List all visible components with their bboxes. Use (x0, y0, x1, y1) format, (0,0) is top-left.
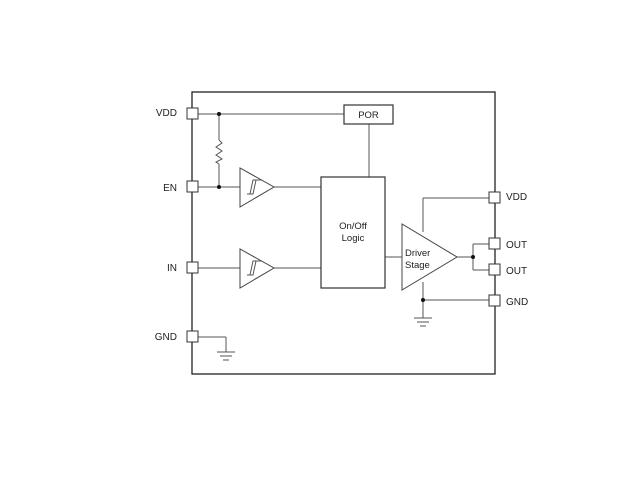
pin-label-in: IN (167, 263, 177, 274)
junction-dot-out (471, 255, 475, 259)
pin-in (186, 261, 199, 274)
wires (197, 113, 489, 352)
driver-stage: Driver Stage (401, 223, 458, 291)
pin-label-vdd-left: VDD (156, 108, 177, 119)
pin-en (186, 180, 199, 193)
driver-label-line2: Stage (405, 260, 430, 271)
junction-dot-vdd (217, 112, 221, 116)
ground-icon (217, 351, 235, 361)
pin-gnd-left (186, 330, 199, 343)
logic-label-line2: Logic (342, 233, 365, 244)
junction-dot-en (217, 185, 221, 189)
pin-label-en: EN (163, 183, 177, 194)
ground-icon (414, 317, 432, 327)
pin-label-gnd-left: GND (155, 332, 177, 343)
pin-label-vdd-right: VDD (506, 192, 527, 203)
junction-dot-gnd (421, 298, 425, 302)
pin-out-2 (488, 263, 501, 276)
en-buffer (239, 167, 276, 208)
pin-vdd-right (488, 191, 501, 204)
por-label: POR (358, 110, 379, 121)
pin-out-1 (488, 237, 501, 250)
schmitt-trigger-icon (247, 260, 262, 276)
logic-block: On/Off Logic (320, 176, 386, 289)
pin-label-out-1: OUT (506, 240, 527, 251)
por-block: POR (343, 104, 394, 125)
pin-gnd-right (488, 294, 501, 307)
pin-label-out-2: OUT (506, 266, 527, 277)
resistor-icon (215, 139, 223, 165)
pin-label-gnd-right: GND (506, 297, 528, 308)
logic-label-line1: On/Off (339, 221, 367, 232)
schmitt-trigger-icon (247, 179, 262, 195)
in-buffer (239, 248, 276, 289)
driver-label-line1: Driver (405, 248, 430, 259)
pin-vdd-left (186, 107, 199, 120)
